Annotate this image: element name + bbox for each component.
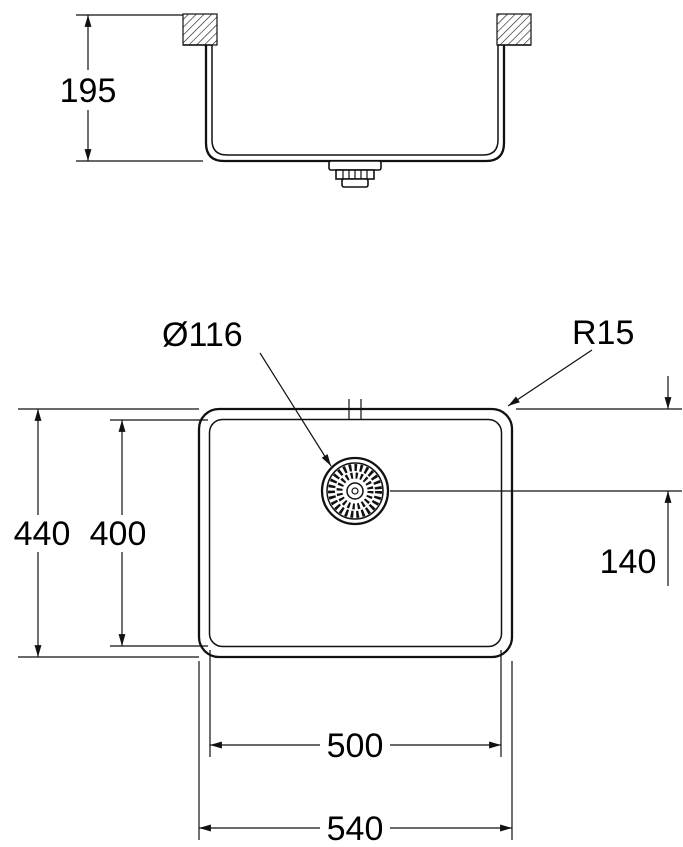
depth-label: 195 <box>60 72 117 110</box>
sink-outer-outline <box>197 407 514 659</box>
sink-bowl-outline <box>208 418 503 648</box>
dim-bowl-width: 500 <box>209 650 502 765</box>
plan-view: Ø116 R15 440 400 <box>14 314 682 847</box>
drain-offset-label: 140 <box>600 543 657 581</box>
dim-drain-offset: 140 <box>390 376 682 586</box>
dim-depth: 195 <box>60 14 203 162</box>
drain-strainer <box>320 456 390 526</box>
basin-inner-wall <box>211 45 499 156</box>
leader-drain-diameter: Ø116 <box>162 316 332 467</box>
overall-height-label: 440 <box>14 515 71 553</box>
dim-bowl-height: 400 <box>90 419 208 647</box>
dim-overall-height: 440 <box>14 408 199 658</box>
side-view: 195 <box>60 13 532 188</box>
leader-corner-radius: R15 <box>507 314 634 407</box>
leader-line <box>507 349 593 407</box>
bowl-height-label: 400 <box>90 515 147 553</box>
overall-width-label: 540 <box>327 810 384 847</box>
dim-overall-width: 540 <box>198 661 513 847</box>
corner-radius-label: R15 <box>572 314 634 352</box>
leader-line <box>259 352 332 467</box>
counter-section-left <box>182 13 218 46</box>
bowl-width-label: 500 <box>327 727 384 765</box>
drain-fitting <box>328 160 382 188</box>
basin-outer-wall <box>204 45 506 163</box>
drain-diameter-label: Ø116 <box>162 316 243 354</box>
counter-section-right <box>496 13 532 46</box>
